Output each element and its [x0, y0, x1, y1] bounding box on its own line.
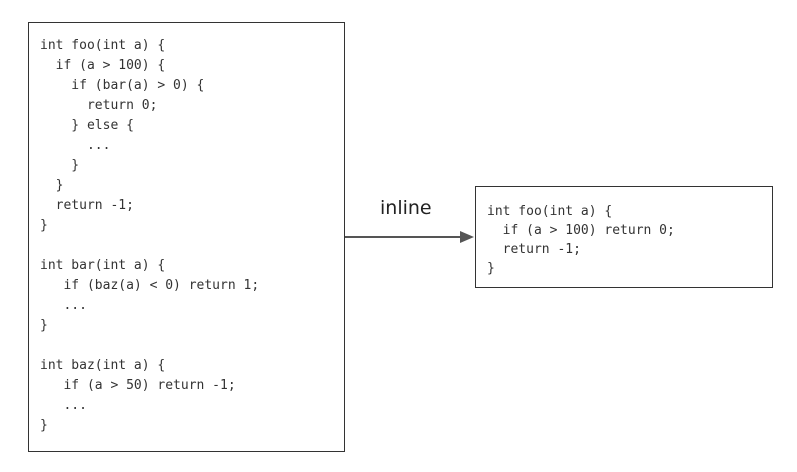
source-code-line: }	[40, 178, 64, 193]
result-code-line: }	[487, 261, 495, 276]
source-code-line: }	[40, 318, 48, 333]
arrow-head	[460, 231, 474, 243]
source-code-line: int foo(int a) {	[40, 38, 166, 53]
result-code-box: int foo(int a) { if (a > 100) return 0; …	[475, 186, 773, 288]
result-code-line: if (a > 100) return 0;	[487, 223, 675, 238]
source-code-line: }	[40, 418, 48, 433]
source-code-line: }	[40, 218, 48, 233]
source-code-box: int foo(int a) { if (a > 100) { if (bar(…	[28, 22, 345, 452]
source-code-line: ...	[40, 138, 111, 153]
source-code-line: int baz(int a) {	[40, 358, 166, 373]
source-code-line: return 0;	[40, 98, 158, 113]
source-code-line: int bar(int a) {	[40, 258, 166, 273]
result-code-line: return -1;	[487, 242, 581, 257]
source-code-line: if (bar(a) > 0) {	[40, 78, 205, 93]
source-code-line: }	[40, 158, 80, 173]
source-code-line: if (a > 50) return -1;	[40, 378, 236, 393]
source-code-line: } else {	[40, 118, 134, 133]
source-code-line: return -1;	[40, 198, 134, 213]
source-code-line: ...	[40, 398, 87, 413]
inline-label: inline	[380, 197, 432, 219]
source-code-line: ...	[40, 298, 87, 313]
source-code-line: if (a > 100) {	[40, 58, 166, 73]
source-code-line: if (baz(a) < 0) return 1;	[40, 278, 260, 293]
result-code-line: int foo(int a) {	[487, 204, 613, 219]
